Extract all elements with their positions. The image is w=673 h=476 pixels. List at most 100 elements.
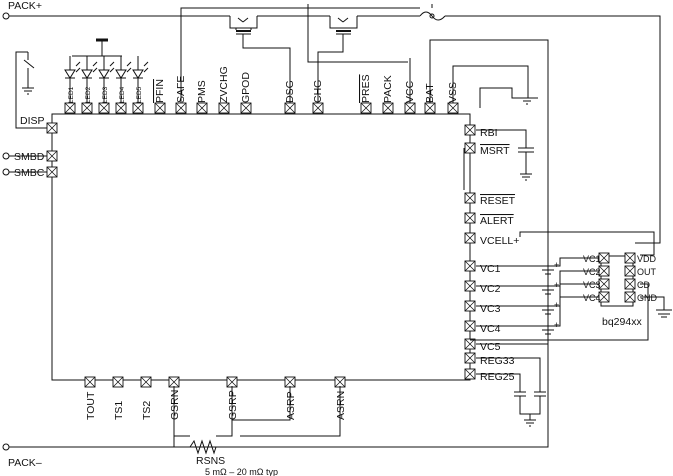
sense-wire: [173, 386, 341, 447]
bottom-gsrn-pin: [168, 376, 180, 388]
led-4-icon: [115, 56, 132, 102]
top-pin-label-vss: VSS: [447, 82, 459, 103]
right-alert-pin: [464, 212, 476, 224]
right-vcell-pin: [464, 232, 476, 244]
right-pin-label-reset: RESET: [480, 195, 516, 207]
top-pin-label-safe: SAFE: [175, 76, 187, 103]
top-pack-pin: [382, 102, 394, 114]
top-pin-label-led5: LED5: [136, 86, 143, 103]
top-bat-pin: [424, 102, 436, 114]
led-3-icon: [98, 56, 115, 102]
disp-wire: [15, 51, 52, 129]
bottom-ts2-pin: [140, 376, 152, 388]
bottom-ts1-pin: [112, 376, 124, 388]
top-pin-label-led2: LED2: [85, 86, 92, 103]
bottom-asrn-pin: [334, 376, 346, 388]
bottom-tout-pin: [84, 376, 96, 388]
gpod-wire: [307, 4, 408, 63]
bottom-pin-label-gsrp: GSRP: [227, 390, 239, 420]
right-pin-label-reg33: REG33: [480, 355, 515, 367]
protector-left-label-3: VC4: [583, 293, 601, 303]
smbc-terminal: [2, 168, 10, 176]
top-pin-label-pres: PRES: [360, 74, 372, 103]
right-pin-label-vc2: VC2: [480, 283, 501, 295]
gas-gauge-ic-body: [51, 113, 471, 381]
rsns-resistor: [189, 439, 217, 455]
right-reg25-pin: [464, 368, 476, 380]
protector-left-label-2: VC3: [583, 280, 601, 290]
protector-right-label-2: CD: [637, 280, 650, 290]
ground-symbol: [520, 97, 534, 105]
left-disp-pin: [46, 122, 58, 134]
cell-plus-1: +: [554, 260, 559, 270]
top-gpod-pin: [240, 102, 252, 114]
disp-switch: [22, 59, 35, 95]
right-pin-label-vc1: VC1: [480, 263, 501, 275]
protector-left-1-pin: [598, 265, 610, 277]
top-led2-pin: [81, 102, 93, 114]
top-pin-label-led3: LED3: [102, 86, 109, 103]
protector-cd-wire: [470, 283, 649, 341]
cell-plus-3: +: [554, 300, 559, 310]
top-pin-label-pack: PACK: [382, 75, 394, 103]
bottom-pin-label-asrn: ASRN: [335, 391, 347, 420]
right-pin-label-alert: ALERT: [480, 215, 514, 227]
led-bank: [72, 38, 122, 57]
top-safe-pin: [175, 102, 187, 114]
rsns-name: RSNS: [196, 455, 225, 467]
top-led4-pin: [115, 102, 127, 114]
protector-name: bq294xx: [602, 316, 642, 328]
protector-left-2-pin: [598, 278, 610, 290]
fuse: [419, 4, 446, 21]
bottom-pin-label-tout: TOUT: [85, 391, 97, 420]
right-pin-label-vcell: VCELL+: [480, 235, 519, 247]
bottom-gsrp-pin: [226, 376, 238, 388]
top-pin-label-pfin: PFIN: [154, 79, 166, 103]
right-vc4-pin: [464, 320, 476, 332]
top-pin-label-gpod: GPOD: [240, 72, 252, 103]
top-led1-pin: [64, 102, 76, 114]
top-pin-label-dsg: DSG: [284, 80, 296, 103]
left-smbc-pin: [46, 166, 58, 178]
protector-vdd-wire: [519, 231, 655, 256]
protector-left-3-pin: [598, 291, 610, 303]
reg33-wire: [476, 357, 546, 427]
top-led5-pin: [132, 102, 144, 114]
protector-right-label-3: GND: [637, 293, 658, 303]
bottom-pin-label-asrp: ASRP: [285, 391, 297, 420]
pack-plus-label: PACK+: [8, 0, 42, 12]
bottom-pin-label-ts2: TS2: [141, 401, 153, 420]
top-pin-label-led4: LED4: [119, 86, 126, 103]
led-2-icon: [81, 56, 98, 102]
top-pms-pin: [196, 102, 208, 114]
protector-right-2-pin: [624, 278, 636, 290]
left-pin-label-smbd: SMBD: [14, 151, 45, 163]
right-msrt-pin: [464, 142, 476, 154]
left-smbd-pin: [46, 150, 58, 162]
top-dsg-pin: [284, 102, 296, 114]
right-pin-label-rbi: RBI: [480, 127, 498, 139]
bottom-asrp-pin: [284, 376, 296, 388]
protector-left-label-0: VC1: [583, 254, 601, 264]
protector-right-label-1: OUT: [637, 267, 657, 277]
bottom-pin-label-gsrn: GSRN: [169, 390, 181, 420]
pack-minus-terminal: [2, 443, 10, 451]
top-led3-pin: [98, 102, 110, 114]
top-pin-label-bat: BAT: [424, 83, 436, 103]
protector-left-0-pin: [598, 252, 610, 264]
bat-wire: [452, 65, 529, 108]
right-pin-label-msrt: MSRT: [480, 145, 510, 157]
protector-gnd-wire: [640, 296, 672, 318]
right-vc5-pin: [464, 338, 476, 350]
right-reset-pin: [464, 192, 476, 204]
protector-right-label-0: VDD: [637, 254, 657, 264]
rsns-value: 5 mΩ – 20 mΩ typ: [205, 467, 278, 476]
top-pin-label-chg: CHG: [312, 80, 324, 103]
safe-wire: [180, 7, 420, 108]
led-5-icon: [132, 56, 149, 102]
bottom-pin-label-ts1: TS1: [113, 401, 125, 420]
top-pin-label-vcc: VCC: [404, 80, 416, 103]
left-pin-label-disp: DISP: [20, 115, 45, 127]
pack-plus-wire: [9, 15, 661, 244]
